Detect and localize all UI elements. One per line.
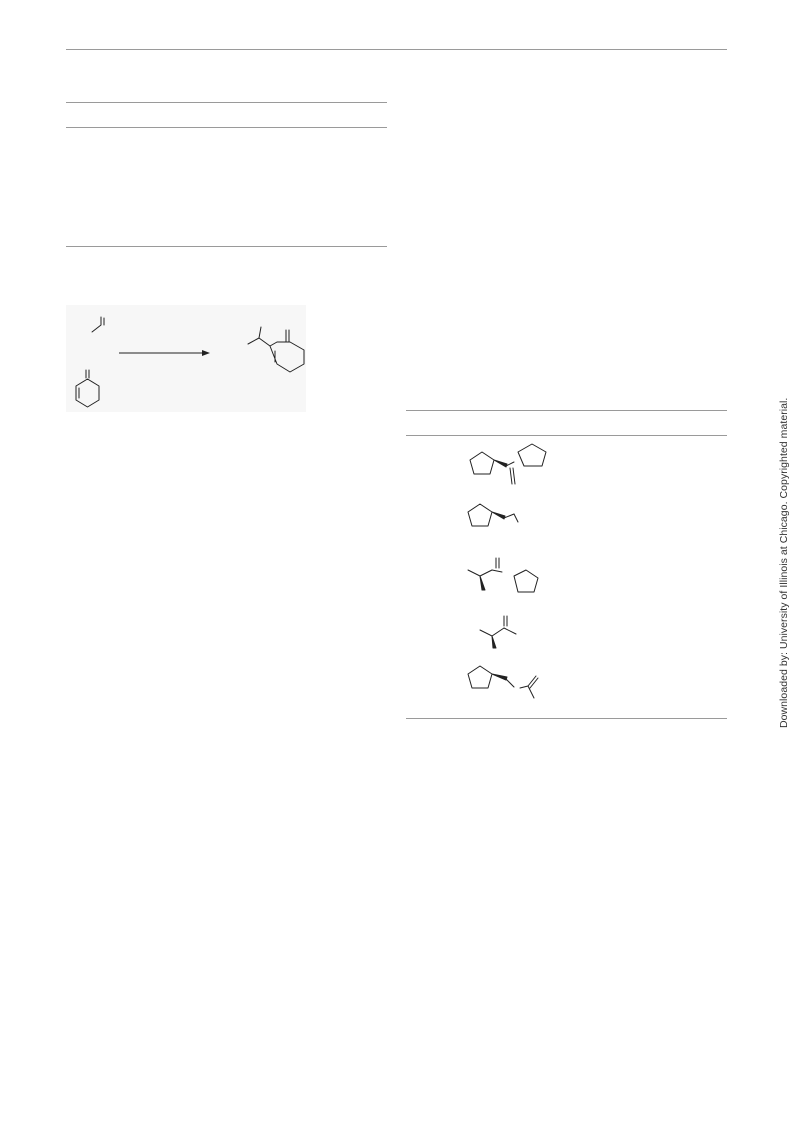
- reaction-scheme: [66, 305, 306, 412]
- alaninamide-catalyst-structure: [467, 557, 539, 593]
- methylenecyclohexene-structure: [75, 369, 100, 408]
- prolinol-ether-catalyst-structure: [467, 503, 519, 527]
- right-table-bottom-rule: [406, 718, 727, 719]
- right-table-header-rule: [406, 435, 727, 436]
- product-structure: [247, 326, 305, 373]
- left-table-bottom-rule: [66, 246, 387, 247]
- pyrrolidine-ester-catalyst-structure: [467, 665, 539, 699]
- right-table-top-rule: [406, 410, 727, 411]
- header-rule: [66, 49, 727, 50]
- reaction-arrow: [119, 350, 210, 356]
- alanine-ketone-catalyst-structure: [479, 615, 517, 649]
- left-table-header-rule: [66, 127, 387, 128]
- pyrrolidine-amide-catalyst-structure: [469, 443, 547, 485]
- left-table-top-rule: [66, 102, 387, 103]
- download-watermark: Downloaded by: University of Illinois at…: [778, 397, 790, 728]
- propene-structure: [91, 316, 105, 333]
